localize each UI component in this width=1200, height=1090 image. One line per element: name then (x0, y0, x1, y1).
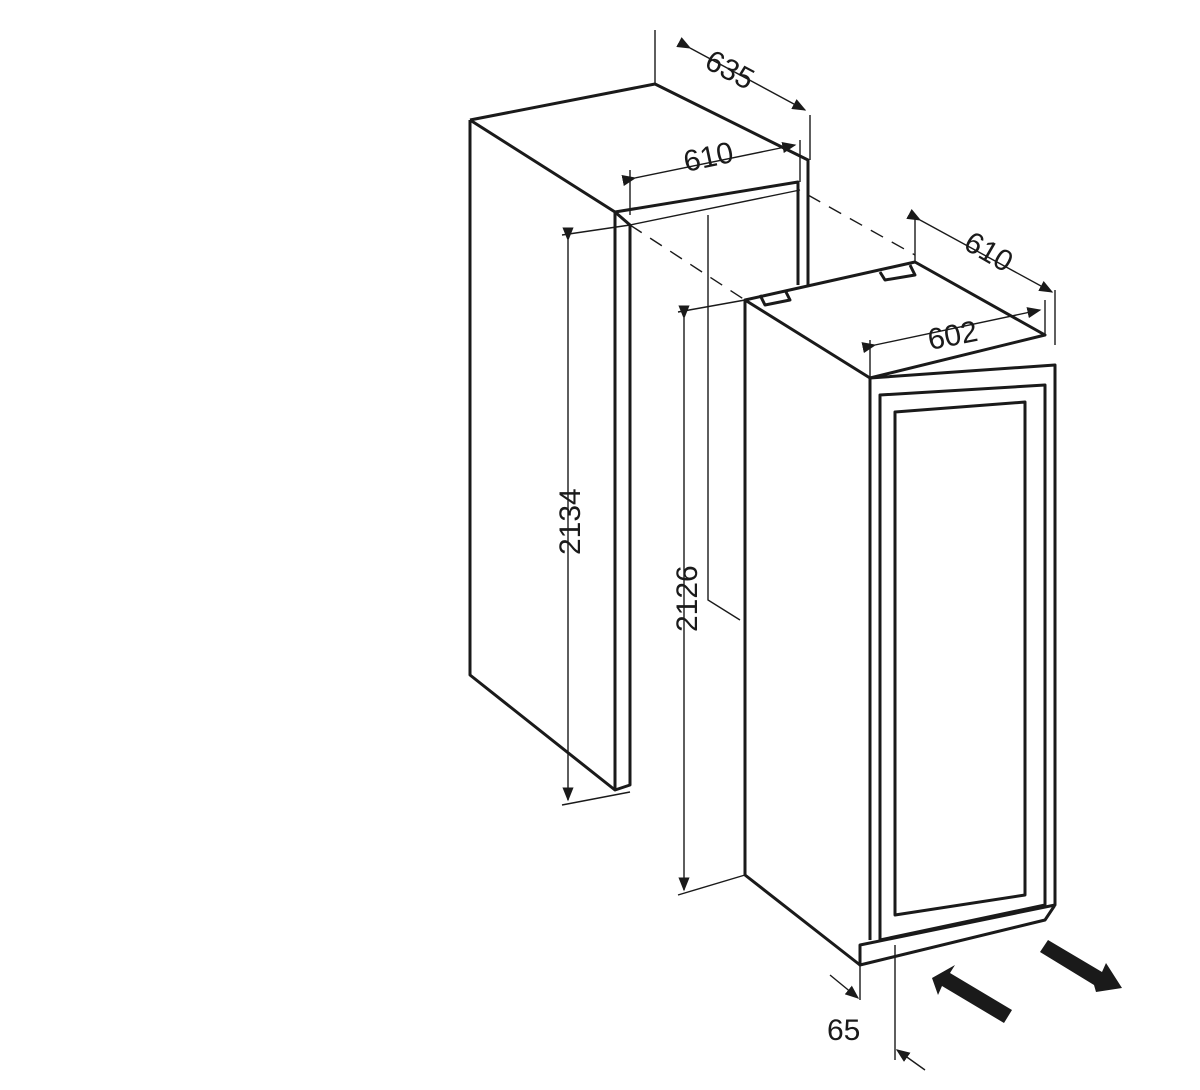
alignment-lines (629, 194, 916, 301)
dimension-lines (561, 30, 1056, 1071)
appliance (743, 260, 1057, 967)
dim-appliance-height: 2126 (671, 565, 704, 632)
dim-niche-depth-outer: 635 (700, 44, 760, 97)
movement-arrows (932, 940, 1122, 1023)
dim-niche-depth-inner: 610 (681, 136, 737, 179)
dim-appliance-depth: 610 (959, 225, 1019, 279)
niche-cabinet (468, 82, 810, 792)
dim-niche-height: 2134 (554, 488, 587, 555)
door-open-arrow-icon (1040, 940, 1122, 992)
dim-appliance-width: 602 (925, 315, 980, 357)
dim-door-offset: 65 (827, 1014, 860, 1047)
insert-arrow-icon (932, 965, 1012, 1023)
